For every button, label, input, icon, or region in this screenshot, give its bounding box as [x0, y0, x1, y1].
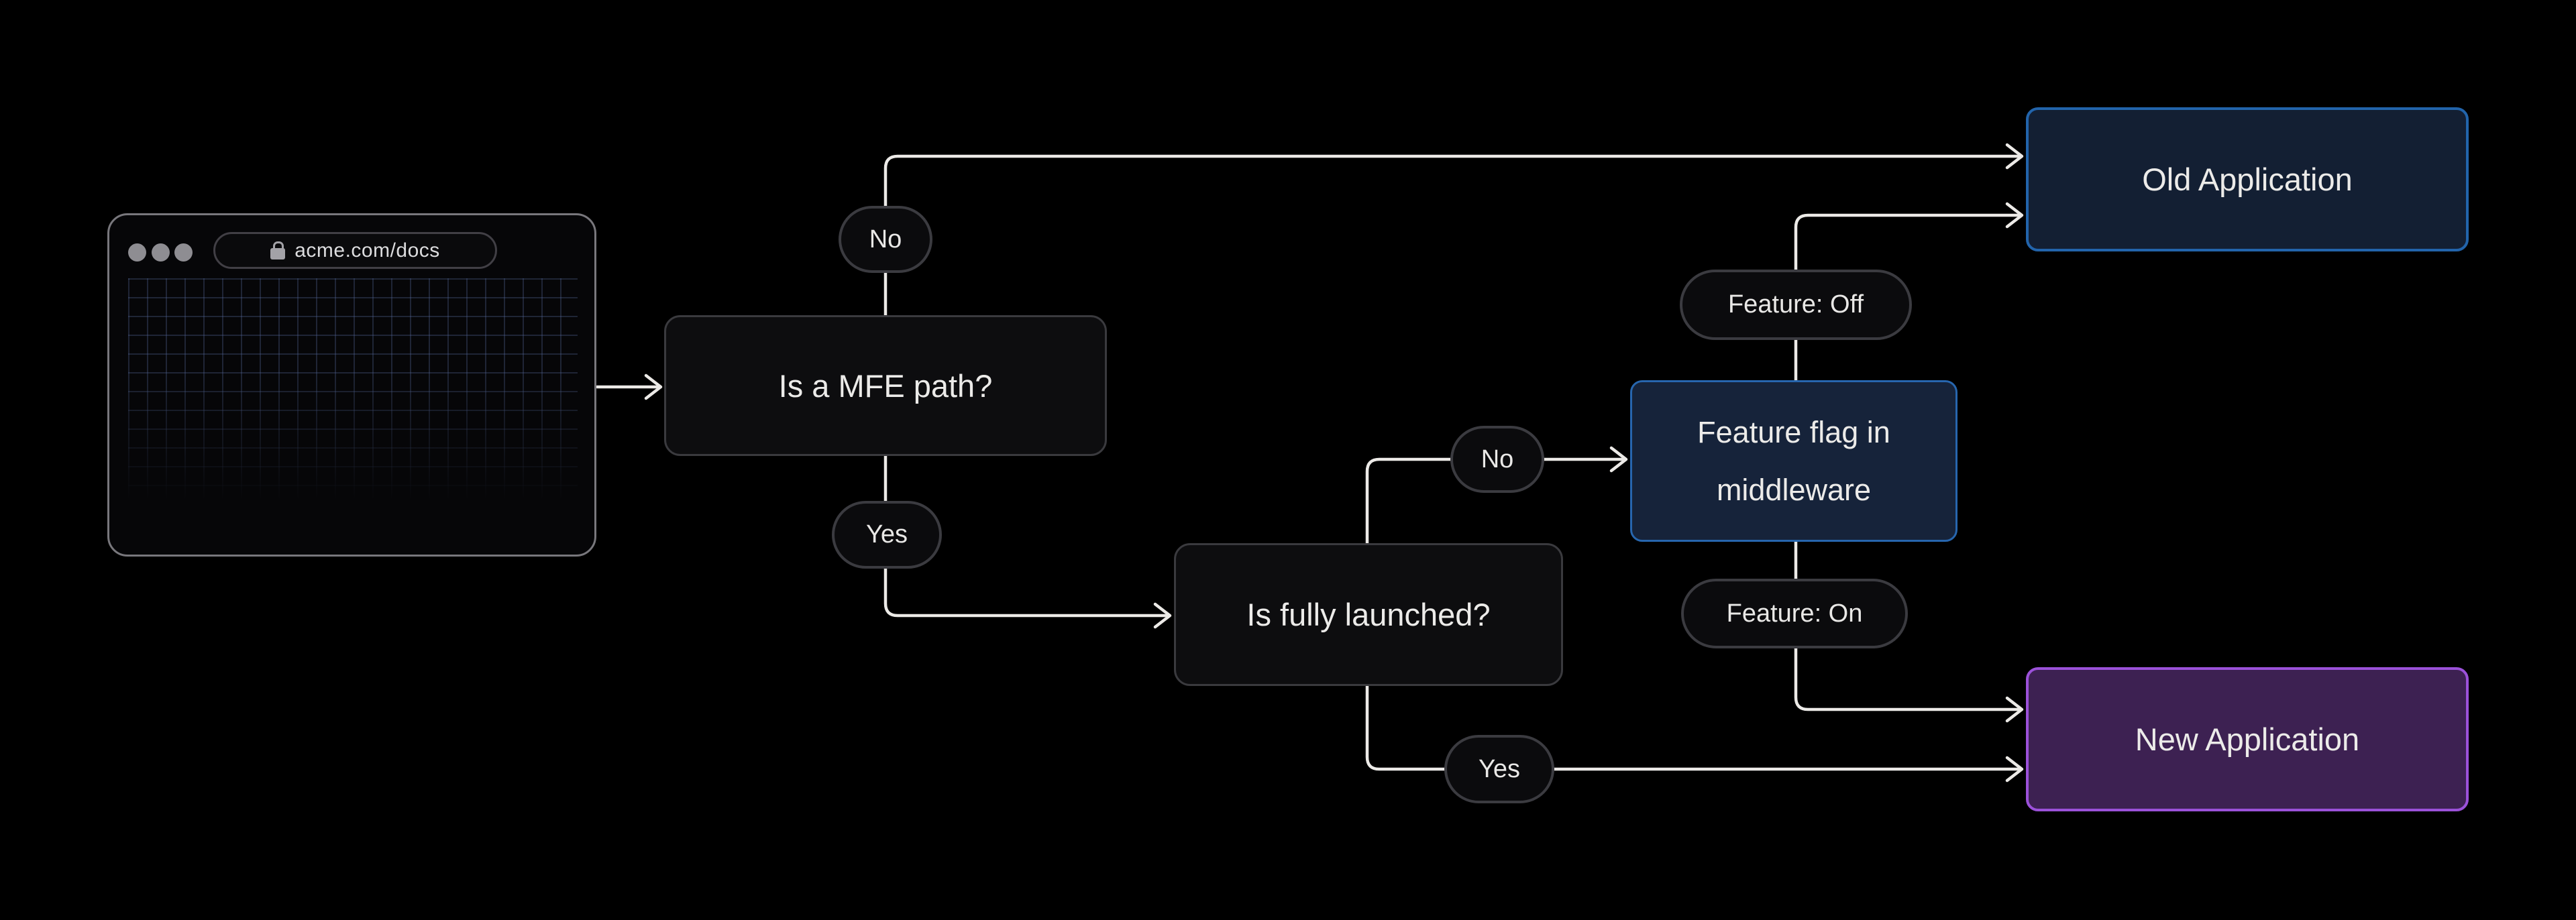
arrowhead-launched-no-to-feature-flag [1609, 446, 1628, 473]
address-bar: acme.com/docs [213, 232, 497, 269]
edge-label-feature-on: Feature: On [1681, 579, 1908, 648]
edge-label-mfe-yes-text: Yes [866, 520, 908, 549]
node-old-application: Old Application [2026, 107, 2469, 251]
connector-mfe-no-to-old-application [883, 154, 2021, 317]
edge-label-mfe-yes: Yes [832, 501, 942, 569]
arrowhead-browser-to-mfe [644, 373, 663, 400]
arrowhead-feature-on-to-new-application [2005, 696, 2024, 723]
node-is-mfe-path-label: Is a MFE path? [778, 367, 993, 404]
edge-label-feature-off-text: Feature: Off [1727, 290, 1864, 319]
page-grid-placeholder [128, 278, 578, 510]
edge-label-launched-no-text: No [1481, 445, 1514, 473]
window-control-dot [128, 243, 146, 262]
connector-launched-yes-to-new-application [1365, 684, 2021, 771]
edge-label-mfe-no-text: No [869, 225, 902, 253]
node-is-fully-launched: Is fully launched? [1174, 543, 1563, 686]
grid-fade-overlay [128, 278, 578, 510]
node-is-fully-launched-label: Is fully launched? [1246, 597, 1491, 632]
node-is-mfe-path: Is a MFE path? [664, 315, 1107, 456]
address-bar-url: acme.com/docs [294, 239, 440, 262]
arrowhead-mfe-yes-to-fully-launched [1153, 602, 1172, 629]
connector-feature-off-to-old-application [1794, 213, 2021, 382]
node-new-application: New Application [2026, 667, 2469, 811]
edge-label-launched-yes: Yes [1444, 735, 1554, 803]
node-feature-flag-middleware: Feature flag in middleware [1630, 380, 1957, 542]
arrowhead-feature-off-to-old-application [2005, 202, 2024, 229]
arrowhead-launched-yes-to-new-application [2005, 756, 2024, 783]
node-feature-flag-label-line1: Feature flag in [1697, 414, 1890, 449]
window-control-dot [152, 243, 170, 262]
edge-label-mfe-no: No [839, 206, 932, 273]
node-new-application-label: New Application [2135, 722, 2360, 757]
edge-label-launched-yes-text: Yes [1479, 754, 1520, 783]
connector-launched-no-to-feature-flag [1365, 457, 1625, 545]
window-control-dot [174, 243, 193, 262]
node-old-application-label: Old Application [2142, 162, 2353, 197]
edge-label-feature-off: Feature: Off [1680, 270, 1912, 340]
node-feature-flag-label-line2: middleware [1716, 472, 1872, 507]
connector-feature-on-to-new-application [1794, 540, 2021, 711]
edge-label-feature-on-text: Feature: On [1726, 599, 1863, 628]
arrowhead-mfe-no-to-old-application [2005, 143, 2024, 170]
browser-window: acme.com/docs [107, 213, 596, 557]
lock-icon [270, 241, 286, 260]
edge-label-launched-no: No [1450, 426, 1544, 493]
connector-mfe-yes-to-fully-launched [883, 454, 1169, 618]
